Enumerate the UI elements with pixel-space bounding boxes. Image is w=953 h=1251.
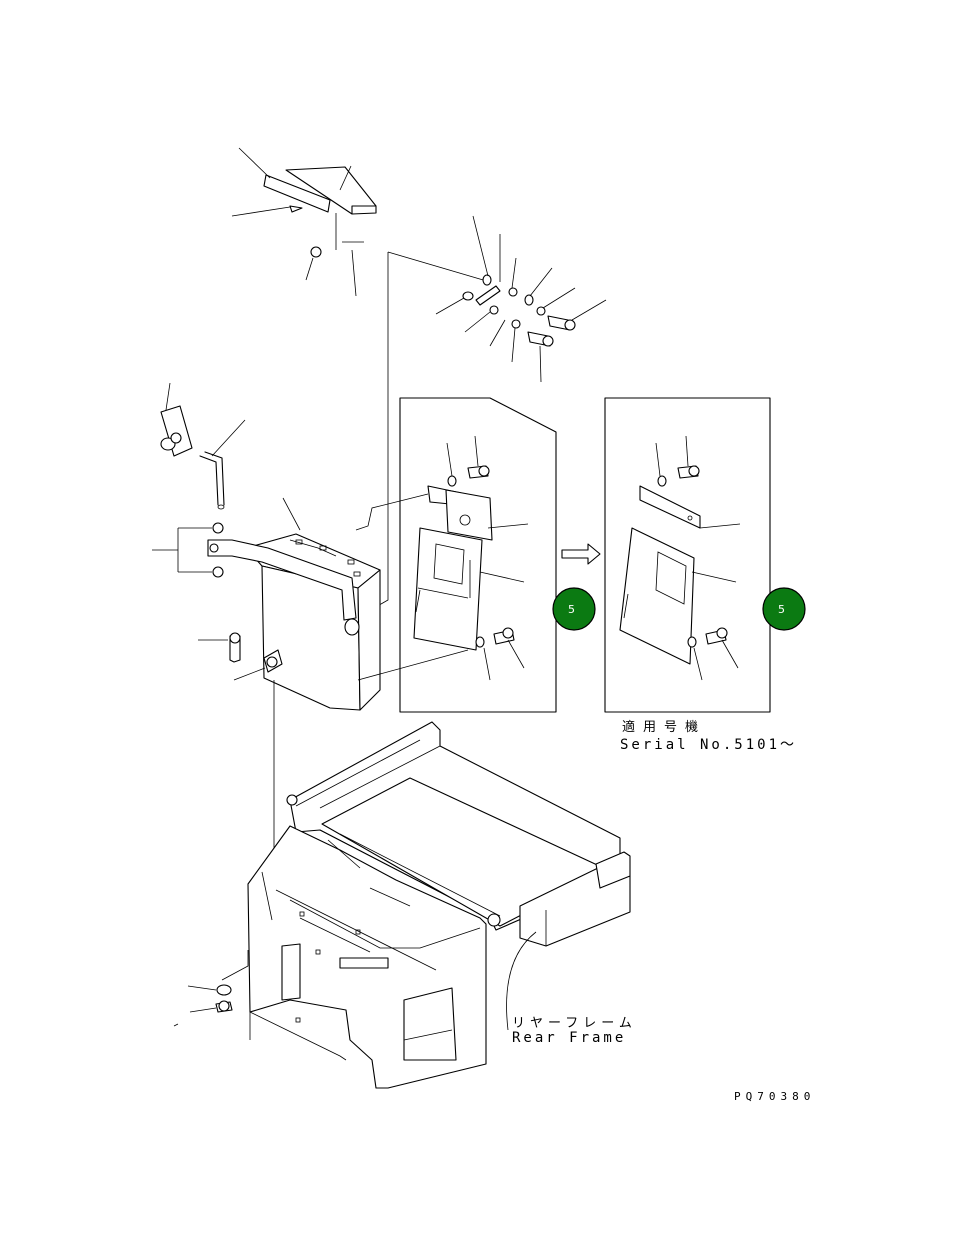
figure-code: PQ70380 <box>734 1090 816 1103</box>
lock-parts <box>160 382 246 510</box>
detail-view-before <box>399 397 557 713</box>
hardware-cluster <box>435 215 607 383</box>
callout-badge-5-after[interactable]: 5 <box>762 587 806 631</box>
rear-frame-label-english: Rear Frame <box>512 1030 627 1046</box>
callout-number: 5 <box>568 603 575 616</box>
detail-view-after <box>604 397 771 713</box>
callout-number: 5 <box>778 603 785 616</box>
cover-box-assembly <box>152 493 469 711</box>
arrow-right-icon <box>561 543 601 565</box>
rear-frame <box>173 721 631 1089</box>
applicable-units-heading: 適用号機 <box>622 720 707 735</box>
rear-frame-label-japanese: リヤーフレーム <box>512 1016 637 1031</box>
leader-line <box>387 251 491 283</box>
armrest-assembly <box>231 147 377 297</box>
leader-line <box>373 252 389 609</box>
serial-number-label: Serial No.5101～ <box>620 737 798 753</box>
callout-badge-5-before[interactable]: 5 <box>552 587 596 631</box>
